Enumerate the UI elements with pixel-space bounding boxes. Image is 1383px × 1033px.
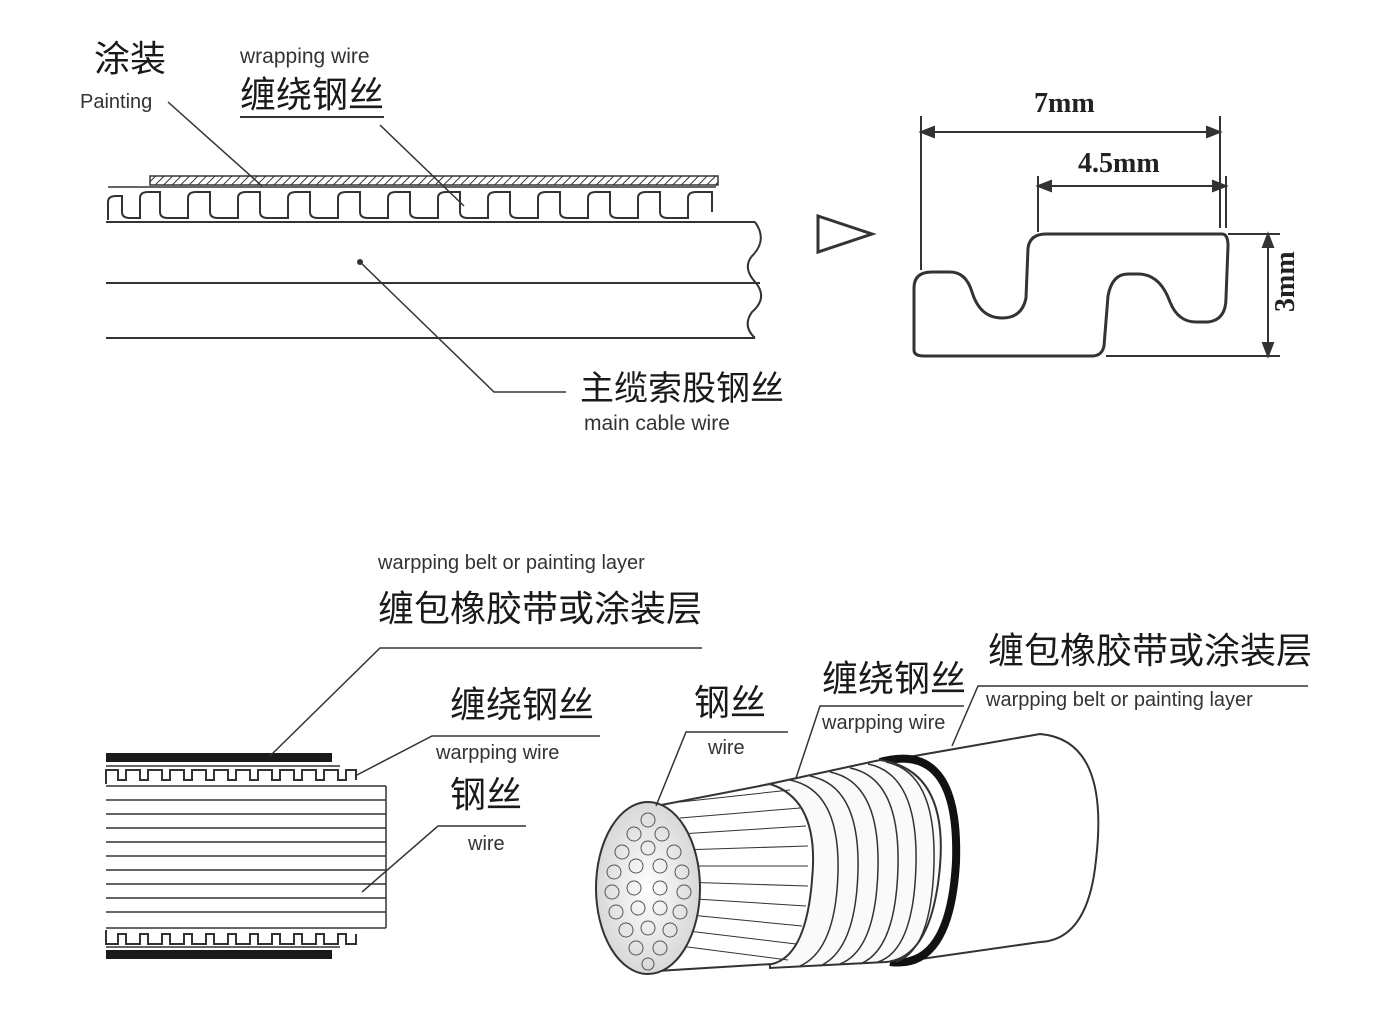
br-layer-label-zh: 缠包橡胶带或涂装层	[988, 631, 1313, 672]
br-wire-leader	[655, 731, 788, 807]
bl-wire-leader	[361, 825, 526, 893]
wrap-profile-top	[105, 769, 357, 784]
dim-3mm: 3mm	[1270, 251, 1301, 312]
painting-leader	[167, 101, 263, 187]
painting-label-en: Painting	[80, 91, 153, 113]
main-wire-leader	[359, 261, 566, 393]
wrapping-leader	[379, 124, 465, 207]
bl-layer-label-zh: 缠包橡胶带或涂装层	[378, 589, 703, 630]
bl-layer-label-en: warpping belt or painting layer	[378, 552, 645, 574]
br-layer-leader	[951, 685, 1308, 747]
br-wrap-leader	[795, 705, 964, 779]
painting-layer	[149, 175, 719, 186]
outer-layer-top	[106, 753, 332, 762]
wire-profile-detail	[912, 116, 1280, 359]
wrapping-wire-profile	[107, 191, 713, 220]
profile-outline	[912, 232, 1230, 358]
bundle-end-face	[595, 801, 701, 975]
outer-layer-bottom	[106, 950, 332, 959]
bl-wrap-leader	[354, 735, 600, 777]
bundle-strands	[679, 789, 809, 961]
wrapping-wire-label-en: wrapping wire	[240, 45, 370, 68]
br-wire-label-zh: 钢丝	[694, 683, 767, 724]
bottom-right-3d-cable	[595, 685, 1308, 975]
arrow-to-profile	[816, 213, 877, 255]
top-cable-drawing	[106, 101, 763, 393]
end-face-strands	[604, 812, 692, 971]
bl-wire-label-zh: 钢丝	[450, 775, 523, 816]
wrapping-wire-label-zh: 缠绕钢丝	[240, 75, 385, 118]
br-wrap-label-en: warpping wire	[822, 712, 946, 734]
dim-4-5mm: 4.5mm	[1078, 148, 1160, 179]
cable-break-end	[746, 221, 763, 339]
bl-layer-leader	[269, 647, 702, 757]
parallel-wires	[106, 785, 387, 929]
br-wrap-label-zh: 缠绕钢丝	[822, 659, 967, 700]
br-wire-label-en: wire	[708, 737, 745, 759]
bottom-left-section	[105, 647, 702, 959]
belt-ring	[878, 754, 961, 967]
main-cable-wire-label-en: main cable wire	[584, 412, 730, 435]
main-cable-wire-label-zh: 主缆索股钢丝	[580, 369, 784, 409]
br-layer-label-en: warpping belt or painting layer	[986, 689, 1253, 711]
painting-label-zh: 涂装	[94, 39, 167, 80]
wrap-profile-bottom	[105, 930, 357, 945]
dim-7mm: 7mm	[1034, 88, 1095, 119]
bl-wrap-label-en: warpping wire	[436, 742, 560, 764]
wrap-coils	[789, 761, 935, 967]
bl-wrap-label-zh: 缠绕钢丝	[450, 685, 595, 726]
bl-wire-label-en: wire	[468, 833, 505, 855]
